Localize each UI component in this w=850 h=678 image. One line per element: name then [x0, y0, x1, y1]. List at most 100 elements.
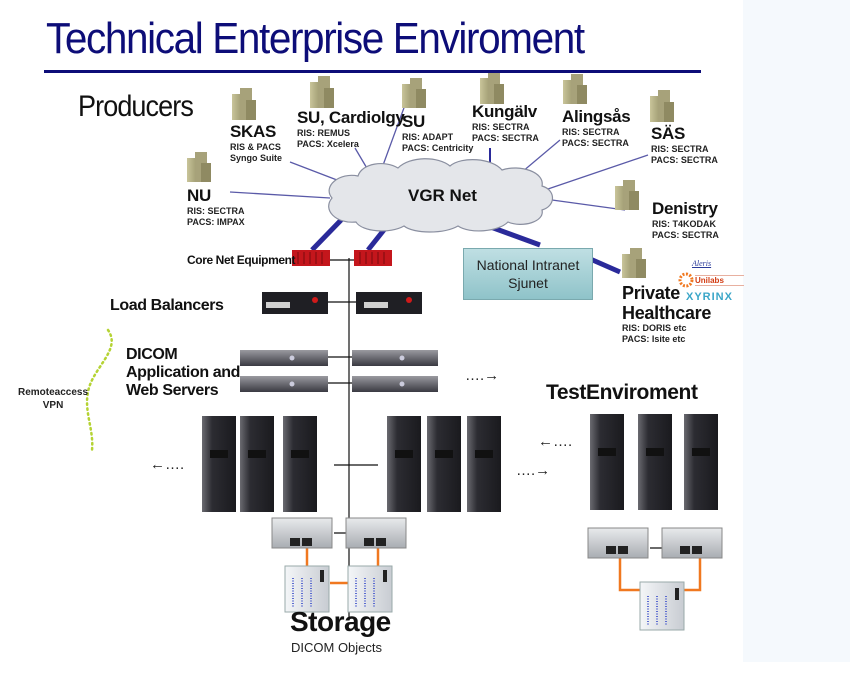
link-cloud-intranet [487, 223, 541, 248]
app-server-icon-1 [240, 350, 328, 366]
link-alingsas [521, 139, 561, 173]
test-environment-label: TestEnviroment [546, 381, 698, 404]
producer-su: SU RIS: ADAPT PACS: Centricity [402, 112, 473, 154]
storage-links [305, 548, 702, 592]
producer-detail: PACS: Xcelera [297, 139, 359, 149]
producer-detail: RIS: SECTRA [562, 127, 620, 137]
producer-name: Denistry [652, 199, 718, 218]
rack-group-right [387, 416, 501, 512]
storage-controller-icon-2 [345, 517, 407, 549]
arrow-left-racks: ←…. [150, 456, 185, 473]
producer-detail: Syngo Suite [230, 153, 283, 163]
producer-name-line1: Private [622, 283, 680, 303]
national-intranet-line2: Sjunet [508, 275, 548, 291]
producer-detail: PACS: SECTRA [562, 138, 629, 148]
producer-kungalv: Kungälv RIS: SECTRA PACS: SECTRA [472, 102, 539, 144]
producer-detail: RIS: T4KODAK [652, 219, 717, 229]
producer-detail: PACS: Isite etc [622, 334, 686, 344]
link-intranet-private [586, 255, 622, 275]
national-intranet-line1: National Intranet [476, 257, 580, 273]
remote-access-line2: VPN [42, 400, 64, 411]
firewall-icon-2 [354, 250, 392, 266]
national-intranet-box: National Intranet Sjunet [463, 248, 593, 300]
title-underline [44, 70, 701, 73]
vgr-net-label: VGR Net [408, 186, 477, 205]
link-sas [544, 154, 649, 191]
building-icon-nu [187, 152, 211, 182]
dicom-label-line3: Web Servers [126, 382, 219, 399]
dicom-label-line2: Application and [126, 364, 241, 381]
vpn-dotted-line [85, 328, 113, 452]
test-controller-icon-2 [661, 527, 723, 559]
producer-detail: RIS: REMUS [297, 128, 351, 138]
building-icon-sas [650, 90, 674, 122]
link-nu [229, 191, 331, 199]
core-net-equipment-label: Core Net Equipment [187, 253, 296, 267]
link-denistry [551, 199, 626, 211]
rack-group-left [202, 416, 317, 512]
arrow-right-test: ….→ [516, 462, 551, 479]
dicom-label-line1: DICOM [126, 346, 178, 363]
dicom-servers-label: DICOM Application and Web Servers [126, 346, 240, 400]
building-icon-denistry [615, 180, 639, 210]
producer-detail: RIS: SECTRA [472, 122, 530, 132]
producer-name: Kungälv [472, 102, 537, 121]
test-controller-icon-1 [587, 527, 649, 559]
link-su [381, 104, 406, 169]
remote-access-line1: Remoteaccess [18, 387, 89, 398]
aleris-logo: Aleris [692, 259, 712, 268]
unilabs-logo-icon [678, 272, 694, 288]
remote-access-label: Remoteaccess VPN [18, 386, 88, 412]
producer-name: NU [187, 186, 211, 205]
building-icon-private-healthcare [622, 248, 646, 278]
producer-detail: RIS: SECTRA [187, 206, 245, 216]
load-balancers-label: Load Balancers [110, 297, 224, 314]
load-balancer-icon-1 [262, 292, 328, 314]
vgr-net-cloud [328, 158, 554, 233]
arrow-right-app: ….→ [465, 367, 500, 384]
producer-name: Alingsås [562, 107, 631, 126]
producer-detail: RIS: DORIS etc [622, 323, 687, 333]
producer-nu: NU RIS: SECTRA PACS: IMPAX [187, 186, 245, 228]
app-server-icon-3 [352, 350, 438, 366]
storage-controller-icon-1 [271, 517, 333, 549]
producer-name: SU, Cardiolgy [297, 108, 405, 127]
producer-detail: RIS: ADAPT [402, 132, 454, 142]
producer-name: SKAS [230, 122, 277, 141]
producer-name: SÄS [651, 124, 686, 143]
building-icon-su-cardiology [310, 76, 334, 108]
building-icon-su [402, 78, 426, 108]
app-server-icon-2 [240, 376, 328, 392]
storage-label: Storage [290, 606, 391, 637]
producer-detail: PACS: SECTRA [651, 155, 718, 165]
storage-sublabel: DICOM Objects [291, 640, 383, 655]
producer-name-line2: Healthcare [622, 303, 712, 323]
producer-detail: PACS: SECTRA [472, 133, 539, 143]
arrow-left-test: ←…. [538, 433, 573, 450]
producer-detail: PACS: SECTRA [652, 230, 719, 240]
producer-detail: PACS: IMPAX [187, 217, 245, 227]
load-balancer-icon-2 [356, 292, 422, 314]
producer-su-cardiology: SU, Cardiolgy RIS: REMUS PACS: Xcelera [297, 108, 405, 150]
producer-name: SU [402, 112, 426, 131]
producer-denistry: Denistry RIS: T4KODAK PACS: SECTRA [652, 199, 719, 241]
producer-detail: PACS: Centricity [402, 143, 474, 153]
building-icon-skas [232, 88, 256, 120]
xyrinx-logo: XYRINX [686, 291, 733, 303]
building-icon-alingsas [563, 74, 587, 104]
unilabs-logo: Unilabs [695, 275, 744, 286]
firewall-icon-1 [292, 250, 330, 266]
test-storage-array-icon [639, 581, 685, 631]
storage-array-icon-1 [284, 565, 330, 613]
producer-private-healthcare: Private Healthcare RIS: DORIS etc PACS: … [622, 283, 711, 345]
producer-detail: RIS & PACS [230, 142, 281, 152]
producers-heading: Producers [78, 90, 194, 123]
app-server-icon-4 [352, 376, 438, 392]
building-icon-kungalv [480, 72, 504, 104]
storage-array-icon-2 [347, 565, 393, 613]
side-panel [743, 0, 850, 662]
producer-detail: RIS: SECTRA [651, 144, 709, 154]
producer-sas: SÄS RIS: SECTRA PACS: SECTRA [651, 124, 718, 166]
